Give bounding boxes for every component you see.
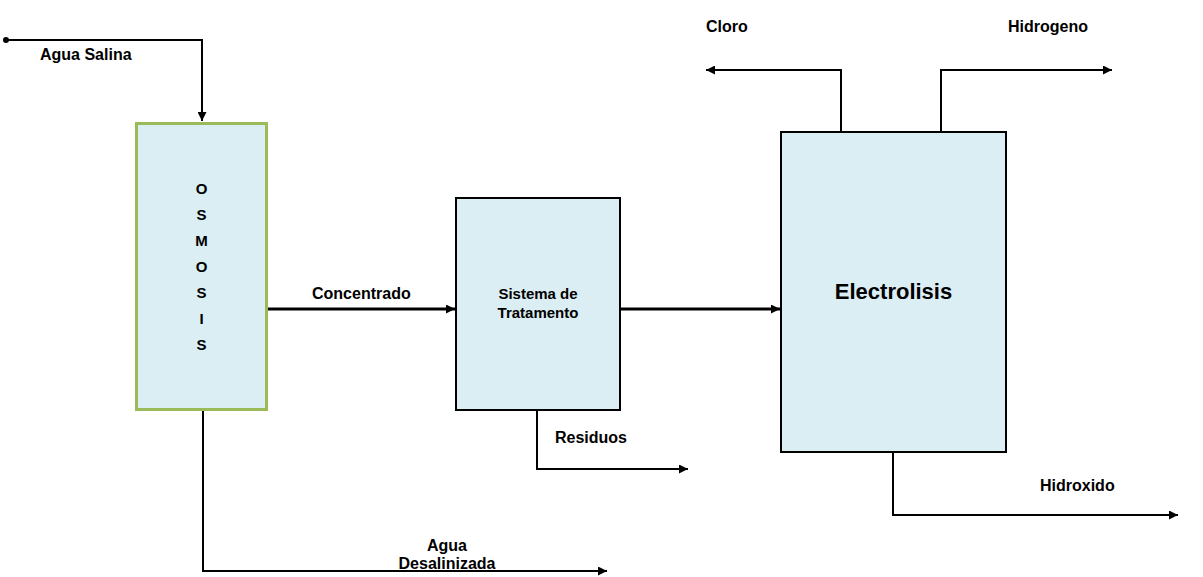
process-box: O S M O S I S [135, 122, 268, 411]
output-label: Agua Desalinizada [385, 537, 509, 573]
edge-label: Concentrado [312, 285, 411, 303]
hydroxide-line [893, 453, 1178, 515]
input-label: Agua Salina [40, 46, 132, 64]
output-label: Hidroxido [1040, 477, 1115, 495]
process-box: Sistema de Tratamento [455, 197, 621, 411]
water-output-line [203, 411, 607, 571]
hydrogen-line [941, 70, 1112, 131]
node-text: O S M O S I S [194, 176, 209, 358]
residue-line [537, 411, 688, 469]
output-label: Cloro [706, 18, 748, 36]
node-text: Sistema de Tratamento [457, 285, 619, 323]
chlorine-line [706, 70, 841, 131]
flow-arrow [268, 308, 455, 311]
flow-arrow [621, 308, 780, 311]
input-line [6, 40, 202, 121]
node-text: Electrolisis [827, 278, 960, 306]
process-box: Electrolisis [780, 131, 1007, 453]
output-label: Residuos [555, 429, 627, 447]
output-label: Hidrogeno [1008, 18, 1088, 36]
